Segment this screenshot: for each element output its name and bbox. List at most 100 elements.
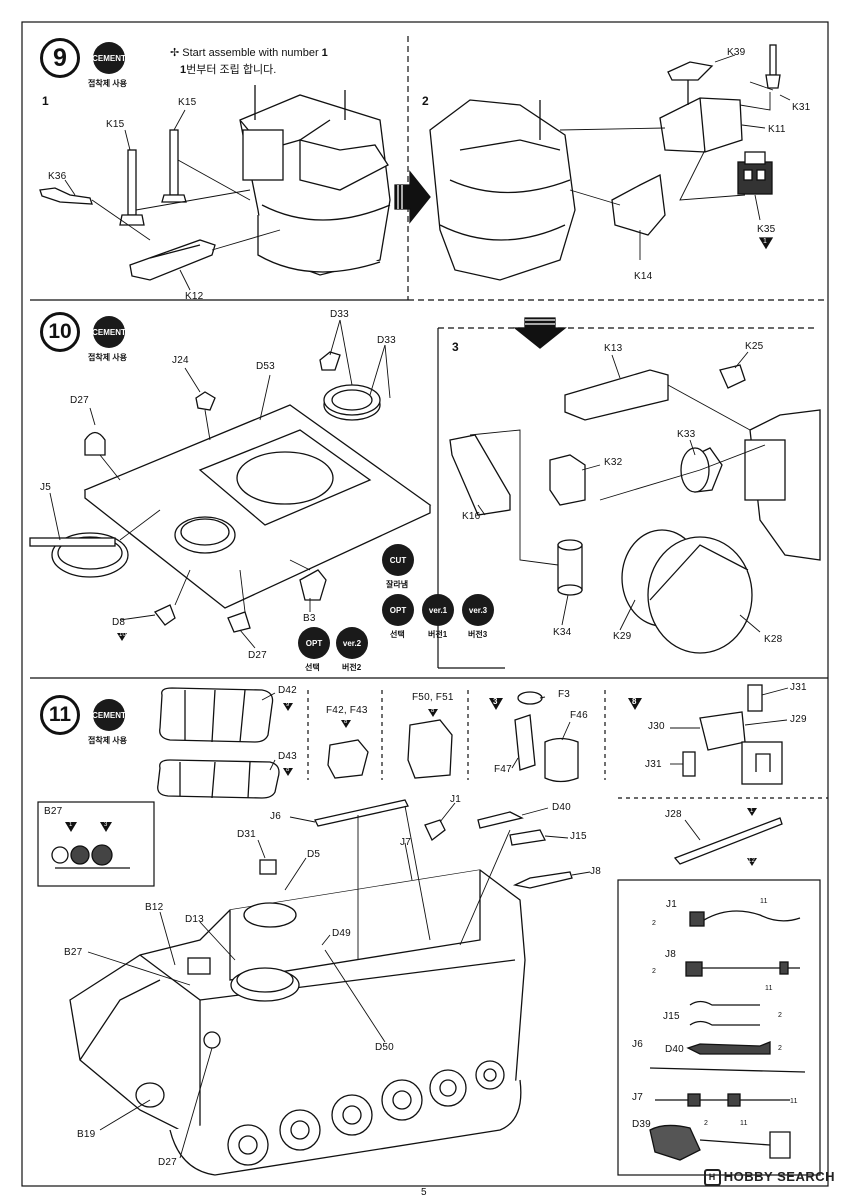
part-label-d53: D53 xyxy=(256,361,275,372)
tool-label-d40: D40 xyxy=(665,1044,684,1055)
sub3-leaders xyxy=(469,351,766,633)
part-label-k16: K16 xyxy=(462,511,481,522)
cement-label-kor: 접착제 사용 xyxy=(88,79,128,88)
part-label-f3: F3 xyxy=(558,689,571,700)
part-label-j15: J15 xyxy=(570,831,587,842)
tool-label-j7: J7 xyxy=(632,1092,643,1103)
step9-note-en: ✢ Start assemble with number 1 xyxy=(170,47,328,59)
part-label-j24: J24 xyxy=(172,355,189,366)
part-label-k29: K29 xyxy=(613,631,632,642)
cement-label-kor: 접착제 사용 xyxy=(88,353,128,362)
tool-label-j6: J6 xyxy=(632,1039,643,1050)
cement-label-kor: 접착제 사용 xyxy=(88,736,128,745)
part-label-d42: D42 xyxy=(278,685,297,696)
b27-box-label: B27 xyxy=(44,806,63,817)
part-label-f46: F46 xyxy=(570,710,588,721)
part-label-d50: D50 xyxy=(375,1042,394,1053)
substep-3-mark: 3 xyxy=(493,697,498,706)
part-label-j8: J8 xyxy=(590,866,601,877)
step10-leaders xyxy=(49,319,391,649)
part-label-k31: K31 xyxy=(792,102,811,113)
step11-leaders xyxy=(87,687,789,1159)
opt-label-kor: 선택 xyxy=(390,630,405,639)
substep-1-label: 1 xyxy=(42,94,49,108)
b27-detail-box xyxy=(37,801,155,887)
step-10-number: 10 xyxy=(40,312,80,352)
step9-leaders xyxy=(64,54,791,291)
tool-d39-mark-2: 2 xyxy=(704,1120,709,1127)
part-label-d8: D8 xyxy=(112,617,126,628)
k35-mark: 1 xyxy=(763,238,768,245)
part-label-j29: J29 xyxy=(790,714,807,725)
ver2-label-kor: 버전2 xyxy=(342,663,362,672)
page-border xyxy=(21,21,829,1187)
tool-label-d39: D39 xyxy=(632,1119,651,1130)
step9-art xyxy=(39,44,781,281)
part-label-k36: K36 xyxy=(48,171,67,182)
part-label-k33: K33 xyxy=(677,429,696,440)
part-label-k25: K25 xyxy=(745,341,764,352)
part-label-k12: K12 xyxy=(185,291,204,302)
substep-8-mark: 8 xyxy=(632,697,637,706)
part-label-k35: K35 xyxy=(757,224,776,235)
tool-j15-mark-2: 2 xyxy=(778,1012,783,1019)
part-label-d33: D33 xyxy=(330,309,349,320)
part-label-d13: D13 xyxy=(185,914,204,925)
step9-note-kor: 1번부터 조립 합니다. xyxy=(180,61,276,77)
part-label-d27: D27 xyxy=(158,1157,177,1168)
part-label-d27: D27 xyxy=(70,395,89,406)
step11-art xyxy=(51,684,783,1176)
part-label-j31: J31 xyxy=(790,682,807,693)
tools-box xyxy=(617,879,821,1176)
part-label-b12: B12 xyxy=(145,902,164,913)
note-kor-num: 1 xyxy=(180,64,187,76)
ver2-badge: ver.2 xyxy=(336,627,368,659)
part-label-d43: D43 xyxy=(278,751,297,762)
part-label-k39: K39 xyxy=(727,47,746,58)
part-label-f50-f51: F50, F51 xyxy=(412,692,454,703)
substep-2-label: 2 xyxy=(422,94,429,108)
ver1-label-kor: 버전1 xyxy=(428,630,448,639)
part-label-b19: B19 xyxy=(77,1129,96,1140)
opt-label-kor: 선택 xyxy=(305,663,320,672)
b27-mark-3: 3 xyxy=(104,822,108,828)
part-label-f47: F47 xyxy=(494,764,512,775)
part-label-d49: D49 xyxy=(332,928,351,939)
tool-j8-mark-2: 2 xyxy=(652,968,657,975)
part-label-k32: K32 xyxy=(604,457,623,468)
part-label-d31: D31 xyxy=(237,829,256,840)
part-label-k15: K15 xyxy=(106,119,125,130)
tool-label-j15: J15 xyxy=(663,1011,680,1022)
cement-badge: CEMENT xyxy=(92,699,126,731)
part-label-j30: J30 xyxy=(648,721,665,732)
part-label-d33: D33 xyxy=(377,335,396,346)
part-label-k28: K28 xyxy=(764,634,783,645)
step-11-number: 11 xyxy=(40,695,80,735)
cut-badge: CUT xyxy=(382,544,414,576)
part-label-f42-f43: F42, F43 xyxy=(326,705,368,716)
opt-badge: OPT xyxy=(298,627,330,659)
part-label-j6: J6 xyxy=(270,811,281,822)
tool-j7-mark-11: 11 xyxy=(790,1098,798,1105)
part-label-j5: J5 xyxy=(40,482,51,493)
watermark-text: HOBBY SEARCH xyxy=(723,1168,835,1184)
part-label-b3: B3 xyxy=(303,613,316,624)
part-label-j7: J7 xyxy=(400,837,411,848)
part-label-j1: J1 xyxy=(450,794,461,805)
sub3-art xyxy=(449,364,821,654)
part-label-k15: K15 xyxy=(178,97,197,108)
tool-d40-mark-2: 2 xyxy=(778,1045,783,1052)
d8-mark: 10 xyxy=(119,632,127,638)
note-en-text: Start assemble with number xyxy=(182,47,322,59)
part-label-b27: B27 xyxy=(64,947,83,958)
part-label-k13: K13 xyxy=(604,343,623,354)
f42-mark: 8 xyxy=(344,719,348,725)
page-number: 5 xyxy=(421,1187,427,1198)
step-9-number: 9 xyxy=(40,38,80,78)
part-label-k14: K14 xyxy=(634,271,653,282)
tool-j1-mark-11: 11 xyxy=(760,898,768,905)
part-label-d40: D40 xyxy=(552,802,571,813)
